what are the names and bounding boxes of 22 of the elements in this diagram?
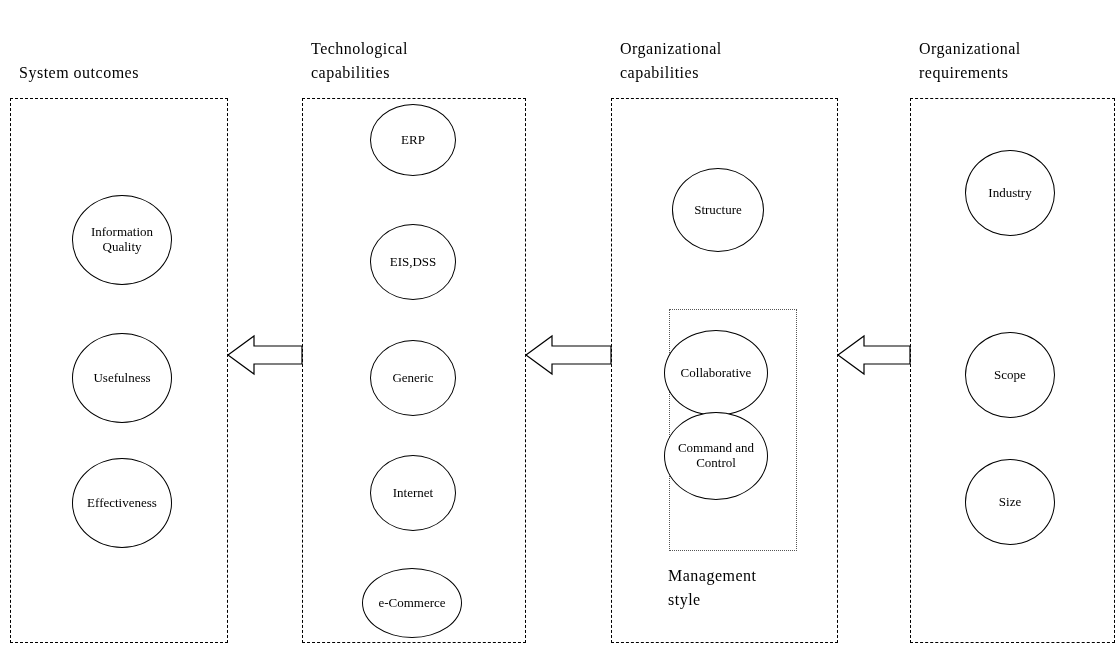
ellipse-label: Structure: [693, 202, 743, 218]
ellipse-label: Collaborative: [679, 365, 753, 381]
ellipse-label: e-Commerce: [377, 595, 447, 611]
ellipse-label: Usefulness: [92, 370, 152, 386]
group-heading: Technological capabilities: [311, 39, 409, 84]
ellipse-label: ERP: [400, 132, 426, 148]
ellipse-label: Generic: [391, 370, 435, 386]
group-heading: Organizational requirements: [919, 39, 1022, 84]
ellipse-label: Effectiveness: [86, 495, 158, 511]
ellipse-label: Size: [997, 494, 1023, 510]
block-arrow: [525, 334, 612, 376]
group-heading: Management style: [668, 566, 758, 611]
ellipse-label: Internet: [391, 485, 435, 501]
block-arrow: [227, 334, 303, 376]
group-heading: System outcomes: [19, 63, 140, 84]
ellipse-label: Industry: [987, 185, 1033, 201]
group-heading: Organizational capabilities: [620, 39, 723, 84]
block-arrow: [837, 334, 911, 376]
ellipse-label: Scope: [993, 367, 1027, 383]
ellipse-label: Information Quality: [89, 225, 155, 255]
ellipse-label: EIS,DSS: [388, 254, 438, 270]
ellipse-label: Command and Control: [676, 441, 756, 471]
